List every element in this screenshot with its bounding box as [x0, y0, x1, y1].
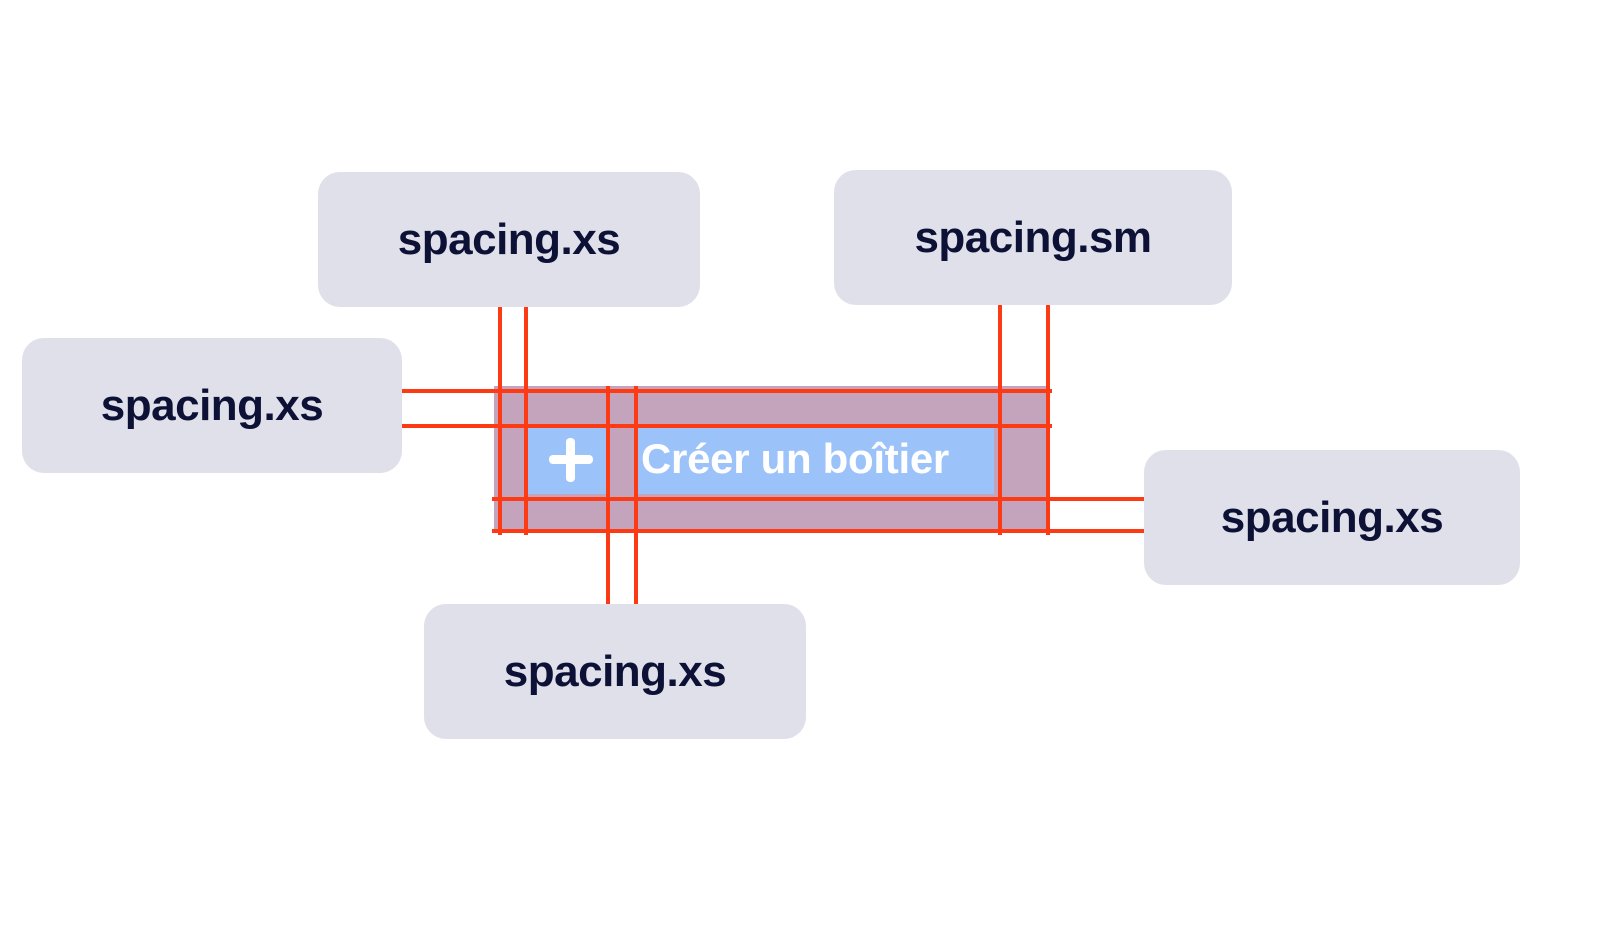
annotation-label-text: spacing.xs [1220, 492, 1444, 542]
annotation-label-text: spacing.xs [503, 646, 727, 696]
plus-icon [531, 424, 611, 494]
annotation-label-text: spacing.xs [100, 380, 324, 430]
create-enclosure-button[interactable]: Créer un boîtier [494, 386, 1050, 532]
annotation-spacing-right: spacing.xs [1144, 450, 1520, 585]
button-measurement-group: Créer un boîtier [494, 386, 1050, 532]
annotation-spacing-top-left: spacing.xs [318, 172, 700, 307]
annotation-spacing-left: spacing.xs [22, 338, 402, 473]
annotation-spacing-top-right: spacing.sm [834, 170, 1232, 305]
button-label: Créer un boîtier [641, 435, 949, 482]
annotation-label-text: spacing.sm [914, 212, 1152, 262]
annotation-label-text: spacing.xs [397, 214, 621, 264]
annotation-spacing-bottom: spacing.xs [424, 604, 806, 739]
icon-label-gap [611, 424, 641, 494]
button-content: Créer un boîtier [531, 429, 989, 489]
